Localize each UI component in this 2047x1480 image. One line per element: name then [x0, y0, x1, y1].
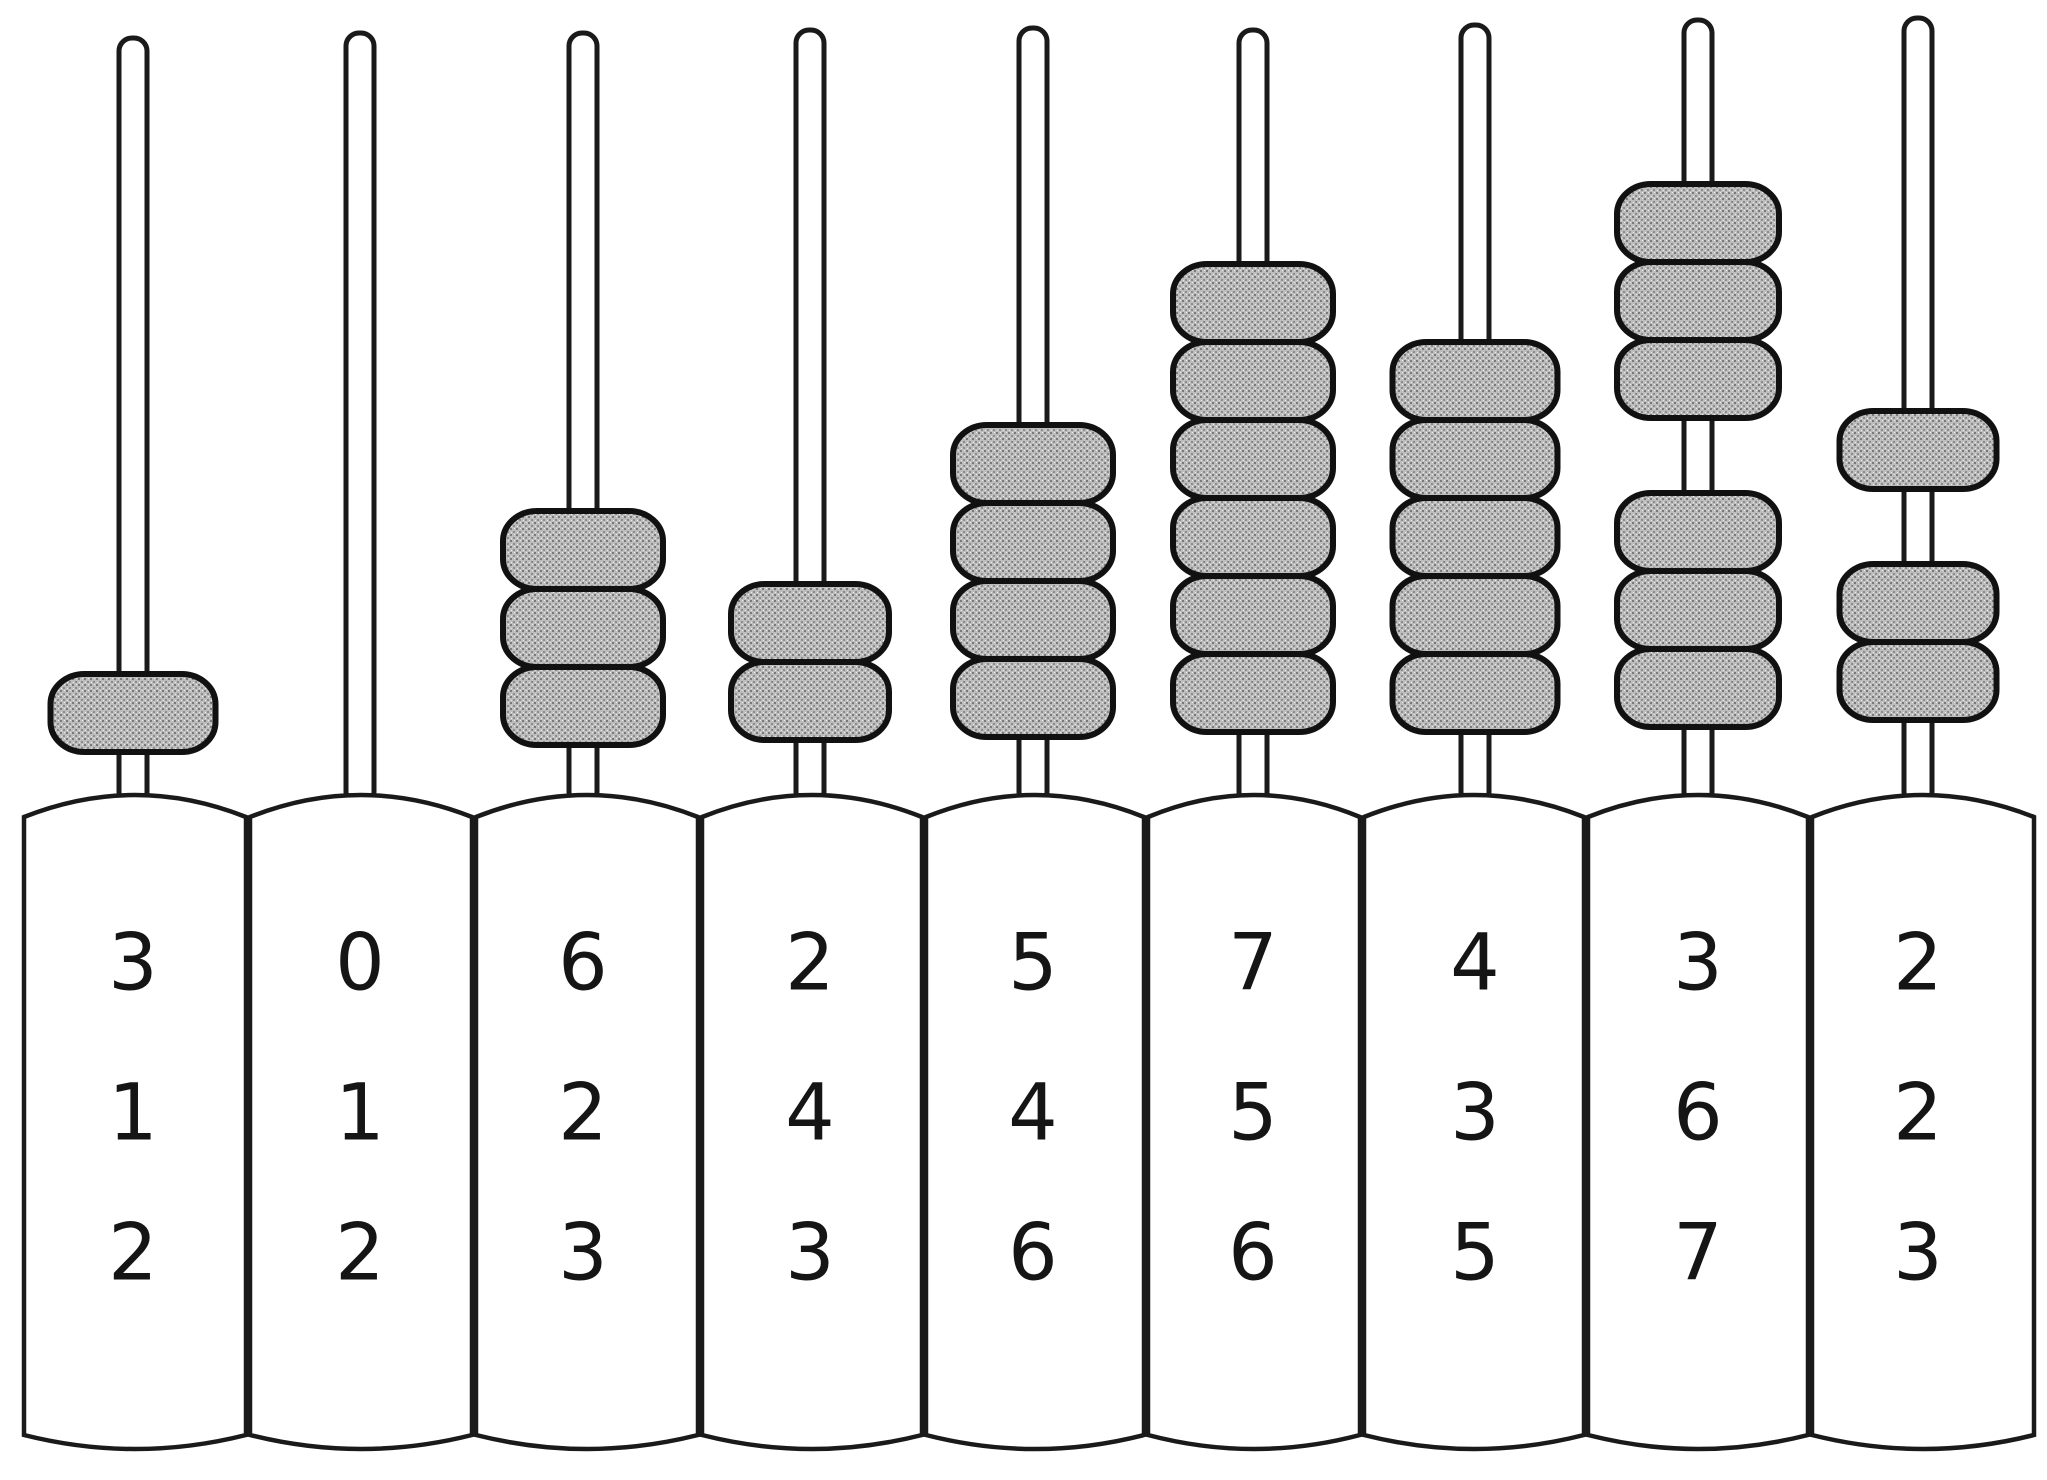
bead-col6-6 [1173, 264, 1333, 342]
bead-col5-3 [953, 503, 1113, 581]
bead-col9-2 [1840, 564, 1997, 642]
bead-col7-3 [1393, 498, 1558, 576]
digit-col4-row3: 3 [785, 1208, 835, 1298]
digit-col2-row3: 2 [335, 1208, 385, 1298]
bead-col6-4 [1173, 420, 1333, 498]
digit-col1-row2: 1 [108, 1068, 158, 1158]
bead-col6-3 [1173, 498, 1333, 576]
rod-2 [346, 33, 374, 805]
digit-col6-row2: 5 [1228, 1068, 1278, 1158]
digit-col9-row3: 3 [1893, 1208, 1943, 1298]
bead-col8-4 [1617, 340, 1779, 418]
bead-col7-5 [1393, 342, 1558, 420]
bead-col9-3 [1840, 411, 1997, 489]
digit-col4-row2: 4 [785, 1068, 835, 1158]
bead-col8-6 [1617, 184, 1779, 262]
bead-col5-2 [953, 581, 1113, 659]
digit-col7-row2: 3 [1450, 1068, 1500, 1158]
digit-col2-row2: 1 [335, 1068, 385, 1158]
bead-col8-3 [1617, 493, 1779, 571]
bead-col5-4 [953, 425, 1113, 503]
digit-col9-row1: 2 [1893, 918, 1943, 1008]
digit-col3-row3: 3 [558, 1208, 608, 1298]
bead-col6-2 [1173, 576, 1333, 654]
bead-col6-5 [1173, 342, 1333, 420]
bead-col8-2 [1617, 571, 1779, 649]
digit-col8-row2: 6 [1673, 1068, 1723, 1158]
digit-col5-row3: 6 [1008, 1208, 1058, 1298]
digit-col5-row2: 4 [1008, 1068, 1058, 1158]
digit-col4-row1: 2 [785, 918, 835, 1008]
digit-col3-row2: 2 [558, 1068, 608, 1158]
digit-col9-row2: 2 [1893, 1068, 1943, 1158]
digit-col7-row1: 4 [1450, 918, 1500, 1008]
bead-col4-1 [731, 662, 889, 740]
bead-col3-1 [503, 667, 663, 745]
bead-col7-4 [1393, 420, 1558, 498]
bead-col3-3 [503, 511, 663, 589]
bead-col9-1 [1840, 642, 1997, 720]
digit-col6-row3: 6 [1228, 1208, 1278, 1298]
bead-col3-2 [503, 589, 663, 667]
digit-col5-row1: 5 [1008, 918, 1058, 1008]
bead-col6-1 [1173, 654, 1333, 732]
bead-col1-1 [51, 674, 216, 752]
digit-col1-row3: 2 [108, 1208, 158, 1298]
digit-col1-row1: 3 [108, 918, 158, 1008]
digit-col8-row3: 7 [1673, 1208, 1723, 1298]
digit-col3-row1: 6 [558, 918, 608, 1008]
bead-col8-1 [1617, 649, 1779, 727]
digit-col6-row1: 7 [1228, 918, 1278, 1008]
bead-col4-2 [731, 584, 889, 662]
digit-col8-row1: 3 [1673, 918, 1723, 1008]
bead-col8-5 [1617, 262, 1779, 340]
digit-col2-row1: 0 [335, 918, 385, 1008]
bead-col7-1 [1393, 654, 1558, 732]
digit-col7-row3: 5 [1450, 1208, 1500, 1298]
bead-col7-2 [1393, 576, 1558, 654]
bead-col5-1 [953, 659, 1113, 737]
